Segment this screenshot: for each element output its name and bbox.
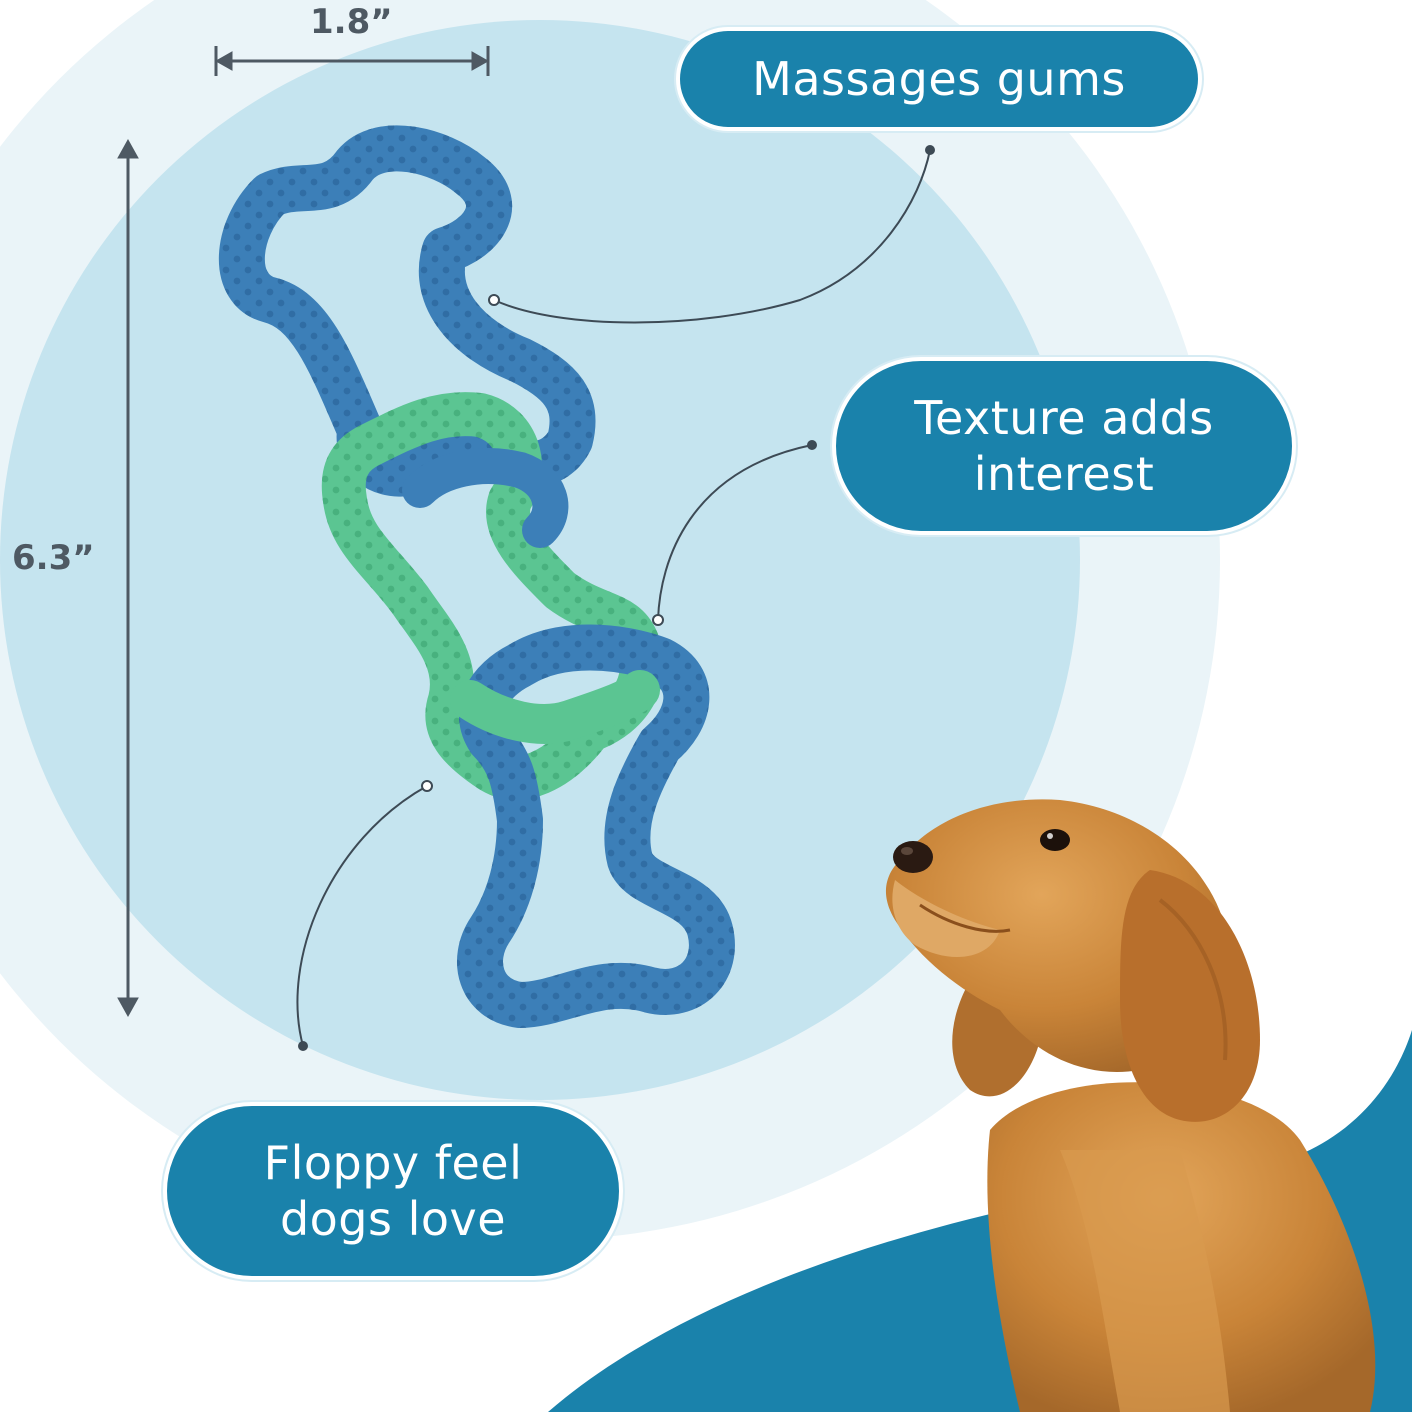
height-dimension-label: 6.3” bbox=[12, 538, 95, 578]
floppy-feel-callout: Floppy feel dogs love bbox=[163, 1102, 623, 1280]
floppy-callout-line1: Floppy feel bbox=[263, 1135, 523, 1190]
massages-gums-text: Massages gums bbox=[752, 51, 1126, 106]
height-dimension-arrow bbox=[117, 138, 139, 1018]
texture-callout-line1: Texture adds bbox=[914, 390, 1214, 445]
bone-chain-toy-picture bbox=[218, 125, 735, 1028]
callout-leader-lines bbox=[296, 145, 935, 1051]
texture-callout: Texture adds interest bbox=[832, 357, 1296, 535]
width-dimension-arrow bbox=[214, 46, 490, 76]
texture-callout-line2: interest bbox=[973, 447, 1155, 501]
puppy-picture bbox=[885, 799, 1376, 1412]
massages-gums-callout: Massages gums bbox=[676, 27, 1202, 131]
floppy-callout-line2: dogs love bbox=[279, 1192, 507, 1246]
width-dimension-label: 1.8” bbox=[310, 2, 393, 42]
